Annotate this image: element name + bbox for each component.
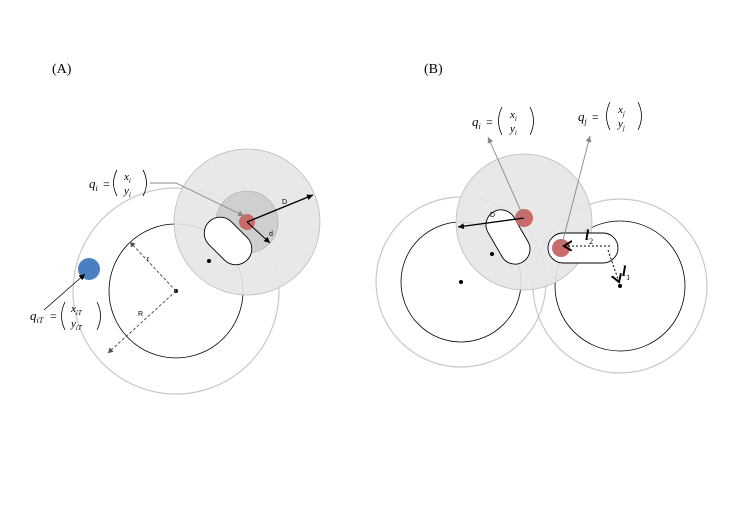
svg-text:xiT: xiT [70, 303, 83, 317]
target-point [78, 258, 100, 280]
svg-text:=: = [103, 177, 110, 191]
robot-i-body [203, 216, 253, 266]
svg-text:yiT: yiT [70, 318, 83, 332]
left-center-dot [459, 280, 463, 284]
radius-r-line [129, 241, 177, 292]
svg-text:xi: xi [123, 171, 131, 185]
panel-b: (B) D l2 l1 qi = [375, 62, 708, 374]
panel-a-label: (A) [52, 62, 72, 77]
robot-i-center-dot [207, 259, 211, 263]
robot-i-pointer [487, 136, 525, 219]
robot-i-equation: qi = xi yi [89, 169, 147, 199]
outer-boundary-circle [72, 187, 280, 395]
panel-b-label: (B) [424, 62, 443, 77]
robot-j-equation: qj = xj yj [578, 101, 642, 132]
target-pointer [43, 273, 86, 311]
svg-text:xj: xj [617, 104, 625, 118]
robot-j-pointer [560, 135, 592, 249]
svg-text:xi: xi [509, 109, 517, 123]
svg-text:qi: qi [472, 114, 481, 131]
svg-text:=: = [486, 115, 493, 129]
label-l1: l1 [622, 264, 630, 282]
panel-a: (A) r R D d qi = [30, 62, 321, 395]
svg-text:qi: qi [89, 176, 98, 193]
robot-i-equation: qi = xi yi [472, 106, 534, 137]
right-formation-circle [554, 220, 686, 352]
label-R: R [138, 311, 143, 318]
sensing-range-arrow [246, 194, 314, 223]
target-equation: qiT = xiT yiT [30, 301, 101, 332]
svg-text:yi: yi [509, 123, 517, 137]
label-D: D [282, 199, 287, 206]
robot-i-pointer [150, 182, 245, 217]
svg-text:yi: yi [123, 185, 131, 199]
radius-R-line [107, 290, 177, 354]
robot-i-body [485, 209, 531, 265]
label-r: r [147, 256, 150, 263]
sensing-range-arrow [457, 217, 525, 230]
svg-text:qiT: qiT [30, 308, 44, 325]
svg-text:=: = [50, 309, 57, 323]
svg-text:yj: yj [617, 118, 625, 132]
svg-text:=: = [592, 110, 599, 124]
label-D: D [490, 212, 495, 219]
label-l2: l2 [585, 228, 593, 246]
right-center-dot [618, 284, 622, 288]
label-d: d [269, 231, 273, 238]
l1-arrow [607, 249, 619, 282]
robot-i-center-dot [490, 252, 494, 256]
svg-text:qj: qj [578, 109, 588, 126]
safety-range-arrow [246, 221, 271, 244]
